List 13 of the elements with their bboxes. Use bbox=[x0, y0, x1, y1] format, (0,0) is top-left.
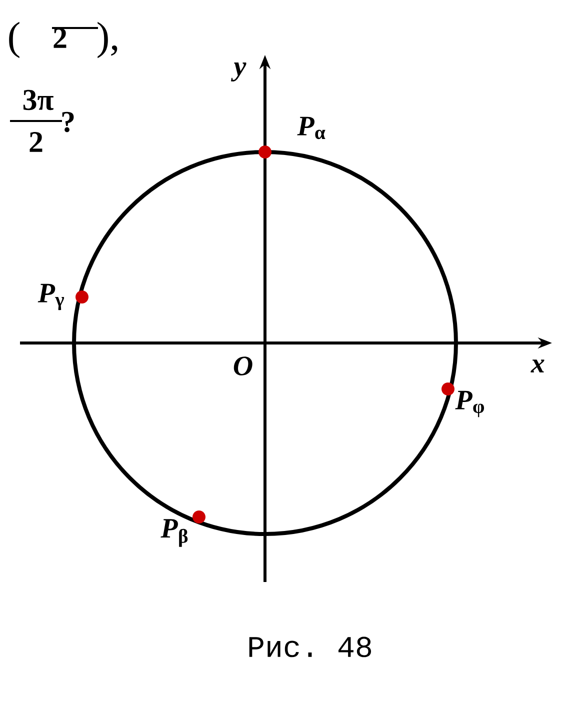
axis-label: x bbox=[530, 360, 544, 372]
caption: Рис. 48 bbox=[249, 636, 371, 658]
point-label: P$_{β}$ bbox=[160, 519, 188, 547]
formula-fragment: ), bbox=[98, 22, 118, 58]
point-label: P$_{φ}$ bbox=[455, 390, 484, 418]
formula-fragment: 3π bbox=[23, 90, 54, 110]
point-label: P$_{γ}$ bbox=[38, 284, 64, 310]
formula-fragment: ? bbox=[62, 112, 74, 132]
axis-label: y bbox=[230, 62, 246, 82]
point-label: P$_{α}$ bbox=[297, 116, 326, 140]
formula-fragment: 2 bbox=[30, 132, 42, 152]
axis-label: O bbox=[234, 356, 252, 376]
formula-fragment: ( bbox=[9, 22, 20, 58]
